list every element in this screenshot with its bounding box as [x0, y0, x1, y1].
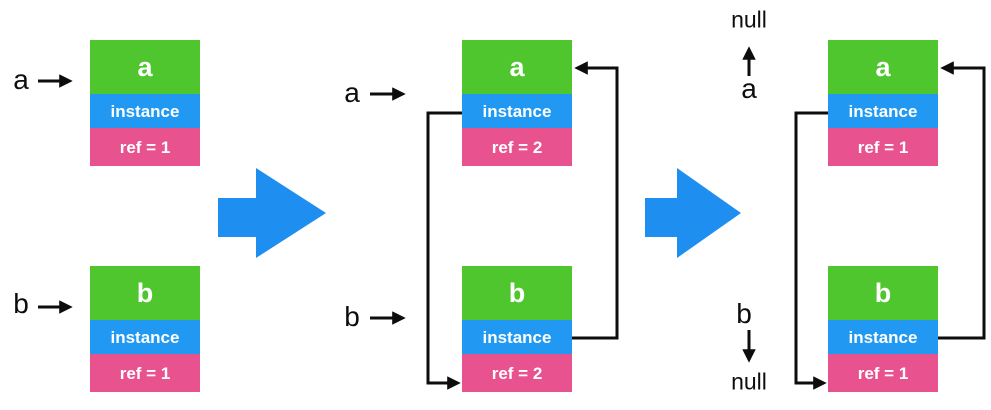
object-refcount-row: ref = 1	[90, 128, 200, 166]
object-box-b-panel2: b instance ref = 2	[462, 266, 572, 392]
object-instance-row: instance	[90, 94, 200, 128]
null-label-top: null	[731, 6, 767, 33]
object-box-a-panel1: a instance ref = 1	[90, 40, 200, 166]
object-refcount-row: ref = 1	[90, 354, 200, 392]
object-title: a	[828, 40, 938, 94]
object-title: b	[90, 266, 200, 320]
reference-arrow-b-to-a-panel2	[572, 61, 619, 340]
object-instance-row: instance	[462, 320, 572, 354]
var-label-b-panel3: b	[736, 298, 752, 329]
object-box-b-panel3: b instance ref = 1	[828, 266, 938, 392]
var-label-a-panel1: a	[13, 64, 29, 95]
var-label-a-panel2: a	[344, 77, 360, 108]
reference-arrow-a-to-b-panel3	[794, 111, 828, 390]
object-title: a	[90, 40, 200, 94]
transition-arrow-2-icon	[645, 168, 741, 258]
object-title: a	[462, 40, 572, 94]
reference-arrow-a-to-b-panel2	[426, 111, 462, 390]
object-title: b	[828, 266, 938, 320]
var-label-b-panel1: b	[13, 288, 29, 319]
object-box-a-panel3: a instance ref = 1	[828, 40, 938, 166]
object-refcount-row: ref = 2	[462, 354, 572, 392]
object-instance-row: instance	[828, 94, 938, 128]
null-label-bottom: null	[731, 368, 767, 395]
reference-arrow-b-to-a-panel3	[937, 61, 986, 340]
object-instance-row: instance	[90, 320, 200, 354]
object-instance-row: instance	[828, 320, 938, 354]
var-label-b-panel2: b	[344, 301, 360, 332]
object-box-a-panel2: a instance ref = 2	[462, 40, 572, 166]
object-refcount-row: ref = 2	[462, 128, 572, 166]
object-box-b-panel1: b instance ref = 1	[90, 266, 200, 392]
object-title: b	[462, 266, 572, 320]
object-refcount-row: ref = 1	[828, 128, 938, 166]
object-instance-row: instance	[462, 94, 572, 128]
object-refcount-row: ref = 1	[828, 354, 938, 392]
transition-arrow-1-icon	[218, 168, 326, 258]
var-label-a-panel3: a	[741, 73, 757, 104]
